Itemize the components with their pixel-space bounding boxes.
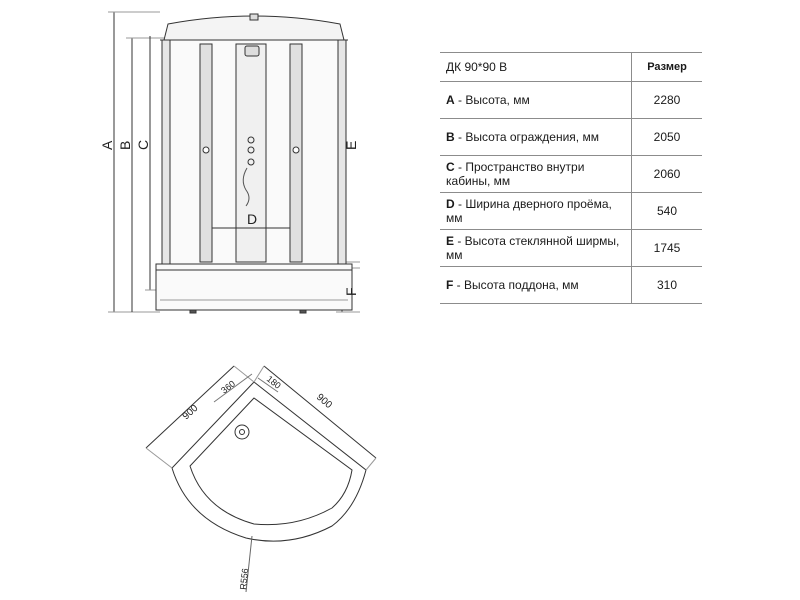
label-d: D (247, 211, 257, 227)
size-column-header: Размер (631, 52, 702, 82)
row-value: 540 (631, 192, 702, 230)
label-e: E (343, 141, 359, 150)
dim-line-900-right (263, 365, 377, 459)
row-description: A - Высота, мм (440, 81, 632, 119)
label-c: C (135, 140, 151, 150)
front-view-drawing: A B C E F D (99, 11, 360, 314)
table-row: A - Высота, мм 2280 (440, 81, 702, 119)
row-value: 2050 (631, 118, 702, 156)
dim-360-label: 360 (219, 378, 237, 395)
spec-table-title: ДК 90*90 В (440, 52, 632, 82)
table-row: B - Высота ограждения, мм 2050 (440, 118, 702, 156)
tray-outline (171, 381, 367, 542)
row-description: E - Высота стеклянной ширмы, мм (440, 229, 632, 267)
row-description: F - Высота поддона, мм (440, 266, 632, 304)
row-value: 310 (631, 266, 702, 304)
spec-table: ДК 90*90 В Размер A - Высота, мм 2280 B … (440, 52, 702, 304)
row-description: D - Ширина дверного проёма, мм (440, 192, 632, 230)
spec-table-header: ДК 90*90 В Размер (440, 52, 702, 82)
row-description: C - Пространство внутри кабины, мм (440, 155, 632, 193)
table-row: C - Пространство внутри кабины, мм 2060 (440, 155, 702, 193)
dim-line-900-left (145, 365, 235, 449)
radius-label: R556 (238, 568, 250, 590)
door-handle-right (292, 146, 300, 154)
table-row: D - Ширина дверного проёма, мм 540 (440, 192, 702, 230)
dim-180-label: 180 (265, 374, 283, 391)
label-a: A (99, 140, 115, 150)
row-description: B - Высота ограждения, мм (440, 118, 632, 156)
tray-basin (189, 397, 353, 526)
row-value: 1745 (631, 229, 702, 267)
dim-900-right-label: 900 (314, 392, 334, 411)
label-f: F (343, 287, 359, 296)
row-value: 2060 (631, 155, 702, 193)
table-row: F - Высота поддона, мм 310 (440, 266, 702, 304)
table-row: E - Высота стеклянной ширмы, мм 1745 (440, 229, 702, 267)
label-b: B (117, 141, 133, 150)
cabin-roof (163, 15, 345, 41)
row-value: 2280 (631, 81, 702, 119)
door-handle-left (202, 146, 210, 154)
dim-900-left-label: 900 (181, 403, 201, 423)
radius-leader (245, 535, 253, 593)
shower-tray (155, 263, 353, 311)
drain (234, 424, 250, 440)
